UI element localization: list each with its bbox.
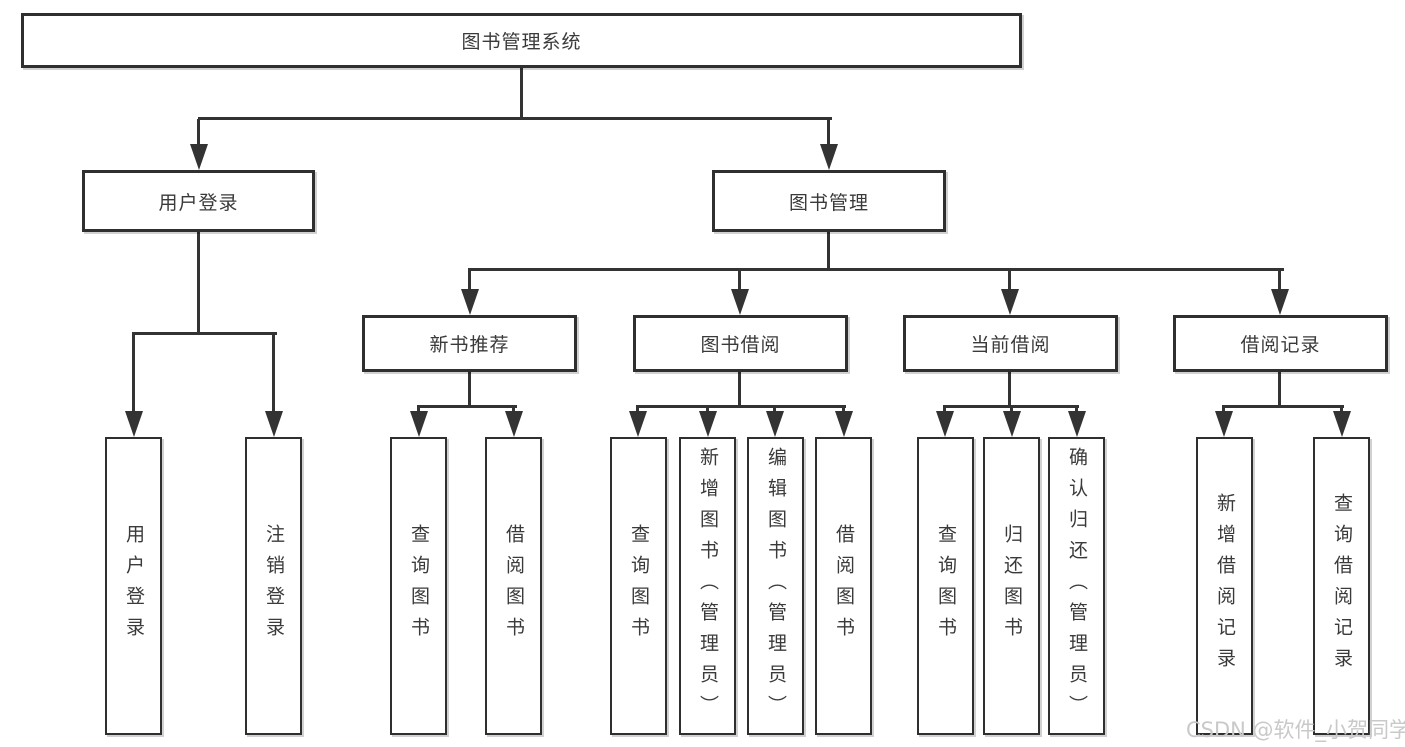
connector-stem-group: [468, 270, 471, 291]
leaf-label: 查询图书: [408, 524, 430, 648]
connector-group-drop: [738, 371, 741, 407]
connector-root-drop: [520, 68, 523, 119]
leaf-user-login: 用户登录: [105, 437, 162, 735]
csdn-watermark: CSDN @软件_小贺同学: [1186, 718, 1405, 742]
leaf-confirm-return-admin: 确认归还（管理员）: [1048, 437, 1105, 735]
leaf-label: 查询图书: [935, 524, 957, 648]
node-new-book-recommend: 新书推荐: [362, 315, 577, 372]
arrowhead-icon: [731, 289, 749, 315]
node-user-login-label: 用户登录: [158, 191, 239, 214]
arrowhead-icon: [820, 144, 838, 170]
node-borrow-records-label: 借阅记录: [1240, 334, 1321, 356]
connector-group-split: [417, 405, 517, 408]
node-new-book-recommend-label: 新书推荐: [429, 334, 510, 356]
arrowhead-icon: [835, 411, 853, 437]
connector-stem-leaf: [636, 407, 639, 413]
connector-stem-group: [1278, 270, 1281, 291]
leaf-label: 编辑图书（管理员）: [765, 446, 787, 726]
connector-user-login-split: [132, 332, 277, 335]
leaf-label: 查询借阅记录: [1331, 493, 1353, 679]
connector-stem-leaf: [943, 407, 946, 413]
leaf-label: 借阅图书: [833, 524, 855, 648]
leaf-query-books-borrow: 查询图书: [610, 437, 667, 735]
connector-group-drop: [1008, 371, 1011, 407]
leaf-return-books: 归还图书: [983, 437, 1040, 735]
node-book-borrow: 图书借阅: [633, 315, 848, 372]
connector-group-split: [943, 405, 1079, 408]
leaf-query-borrow-record: 查询借阅记录: [1313, 437, 1370, 735]
node-book-management: 图书管理: [712, 170, 946, 232]
leaf-label: 用户登录: [123, 524, 145, 648]
leaf-label: 归还图书: [1001, 524, 1023, 648]
arrowhead-icon: [1271, 289, 1289, 315]
connector-stem-leaf: [1340, 407, 1343, 413]
node-user-login: 用户登录: [82, 170, 315, 232]
arrowhead-icon: [190, 144, 208, 170]
connector-stem-leaf: [1010, 407, 1013, 413]
connector-stem-leaf: [842, 407, 845, 413]
arrowhead-icon: [629, 411, 647, 437]
arrowhead-icon: [1215, 411, 1233, 437]
arrowhead-icon: [1003, 411, 1021, 437]
connector-stem-book-management: [827, 119, 830, 146]
connector-stem-user-login: [197, 119, 200, 146]
arrowhead-icon: [505, 411, 523, 437]
connector-group-split: [636, 405, 846, 408]
arrowhead-icon: [125, 411, 143, 437]
node-current-borrow: 当前借阅: [903, 315, 1118, 372]
arrowhead-icon: [410, 411, 428, 437]
connector-group-drop: [1278, 371, 1281, 407]
leaf-query-books-current: 查询图书: [917, 437, 974, 735]
leaf-borrow-books-recommend: 借阅图书: [485, 437, 542, 735]
connector-stem-leaf: [512, 407, 515, 413]
connector-stem-leaf: [417, 407, 420, 413]
connector-level3-split: [468, 268, 1284, 271]
leaf-add-books-admin: 新增图书（管理员）: [679, 437, 736, 735]
arrowhead-icon: [265, 411, 283, 437]
leaf-label: 注销登录: [263, 524, 285, 648]
connector-stem-leaf: [773, 407, 776, 413]
connector-book-management-drop: [827, 231, 830, 270]
arrowhead-icon: [766, 411, 784, 437]
arrowhead-icon: [461, 289, 479, 315]
arrowhead-icon: [1068, 411, 1086, 437]
arrowhead-icon: [936, 411, 954, 437]
connector-group-split: [1222, 405, 1344, 408]
arrowhead-icon: [1001, 289, 1019, 315]
leaf-label: 查询图书: [628, 524, 650, 648]
connector-stem-leaf: [272, 334, 275, 413]
leaf-label: 新增借阅记录: [1214, 493, 1236, 679]
connector-stem-leaf: [706, 407, 709, 413]
connector-stem-group: [1008, 270, 1011, 291]
connector-stem-group: [738, 270, 741, 291]
connector-user-login-drop: [197, 231, 200, 335]
node-borrow-records: 借阅记录: [1173, 315, 1388, 372]
leaf-logout: 注销登录: [245, 437, 302, 735]
leaf-borrow-books: 借阅图书: [815, 437, 872, 735]
node-book-management-label: 图书管理: [788, 191, 869, 214]
leaf-label: 借阅图书: [503, 524, 525, 648]
arrowhead-icon: [1333, 411, 1351, 437]
node-root: 图书管理系统: [21, 13, 1022, 68]
leaf-label: 确认归还（管理员）: [1066, 446, 1088, 726]
leaf-label: 新增图书（管理员）: [697, 446, 719, 726]
arrowhead-icon: [699, 411, 717, 437]
connector-stem-leaf: [1075, 407, 1078, 413]
leaf-add-borrow-record: 新增借阅记录: [1196, 437, 1253, 735]
connector-group-drop: [468, 371, 471, 407]
leaf-edit-books-admin: 编辑图书（管理员）: [747, 437, 804, 735]
node-book-borrow-label: 图书借阅: [700, 334, 781, 356]
leaf-query-books-recommend: 查询图书: [390, 437, 447, 735]
connector-stem-leaf: [132, 334, 135, 413]
connector-stem-leaf: [1222, 407, 1225, 413]
connector-level2-split: [198, 117, 832, 120]
node-root-label: 图书管理系统: [461, 31, 582, 53]
node-current-borrow-label: 当前借阅: [970, 334, 1051, 356]
